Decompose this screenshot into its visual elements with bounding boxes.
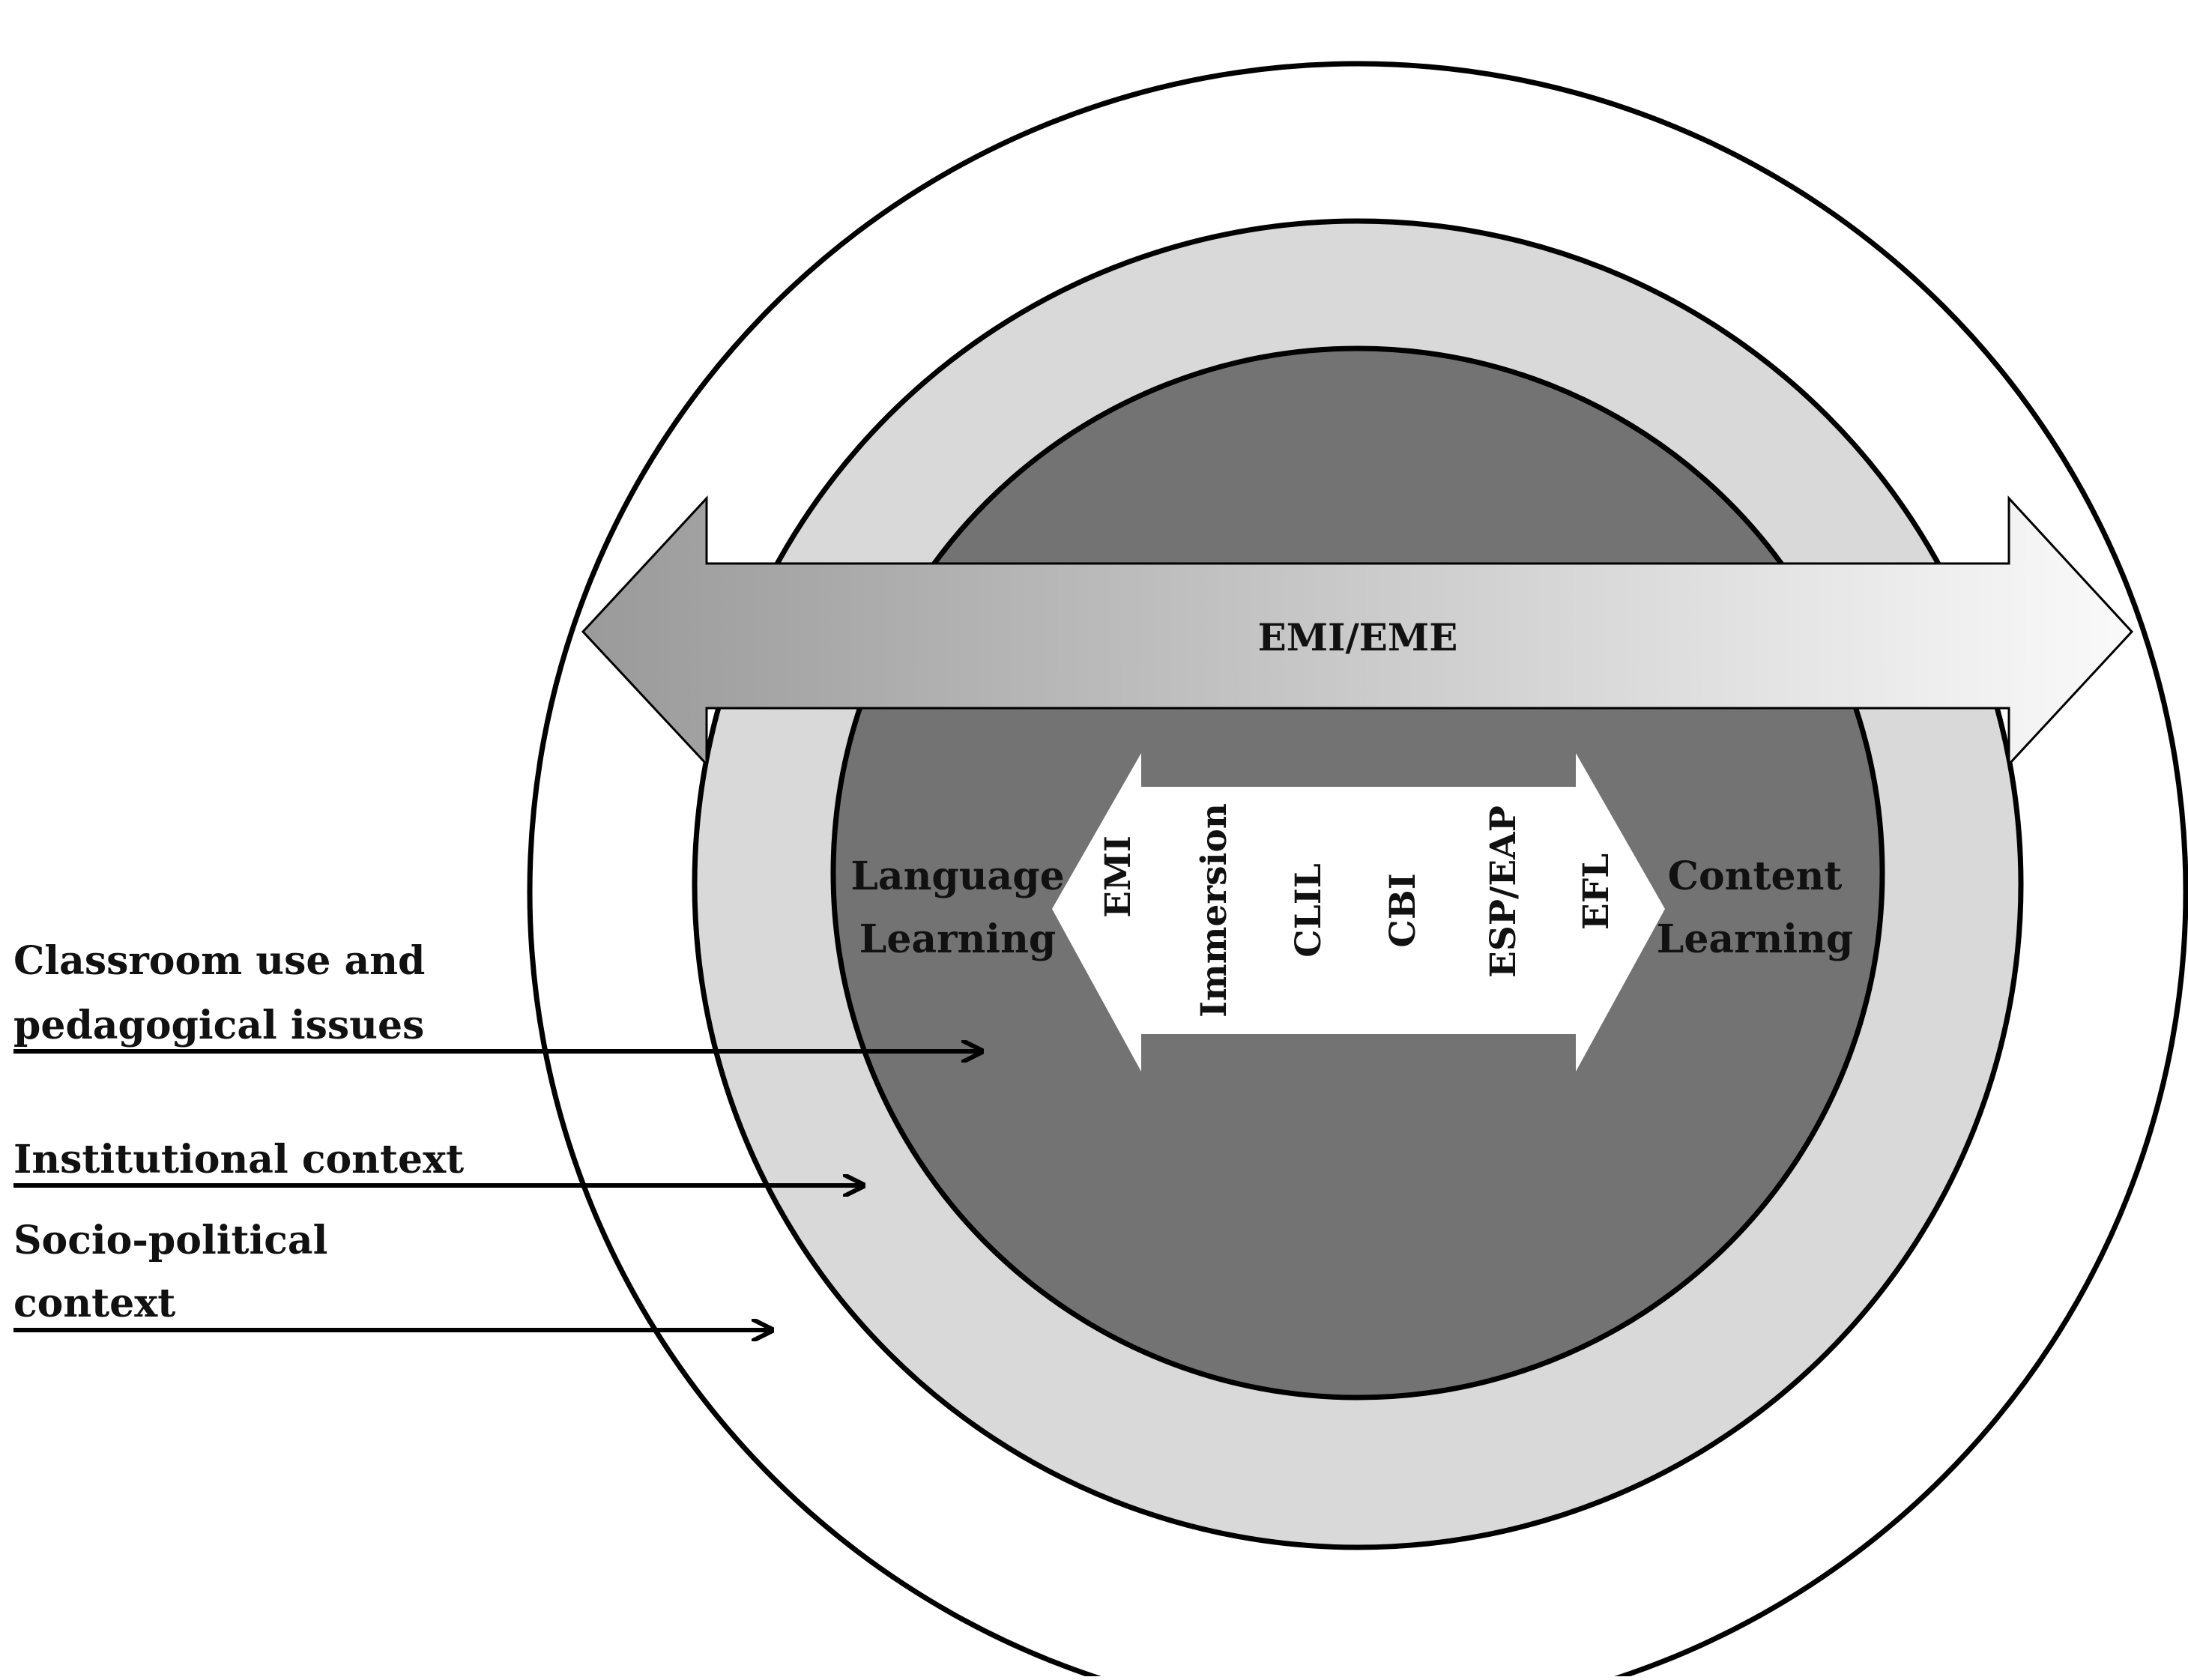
continuum-label-clil: CLIL [1288,863,1329,958]
callout-institutional-line-1: Institutional context [13,1137,464,1182]
content-learning-line-1: Content [1668,853,1843,899]
continuum-double-arrow [1052,753,1665,1072]
continuum-label-efl: EFL [1576,853,1617,930]
language-learning-line-1: Language [850,853,1064,899]
big-double-arrow [581,495,2134,767]
callout-socio-political-line-1: Socio-political [13,1218,327,1263]
big-arrow-label: EMI/EME [1258,615,1458,659]
continuum-label-esp-eap: ESP/EAP [1483,806,1524,978]
callout-classroom-line-2: pedagogical issues [13,1003,424,1048]
content-learning-line-2: Learning [1657,916,1853,962]
continuum-label-emi: EMI [1098,836,1139,918]
continuum-label-immersion: Immersion [1194,803,1235,1018]
language-learning-line-2: Learning [859,916,1056,962]
continuum-label-cbi: CBI [1382,873,1424,947]
callout-classroom-line-1: Classroom use and [13,938,425,984]
callout-socio-political-line-2: context [13,1281,175,1326]
